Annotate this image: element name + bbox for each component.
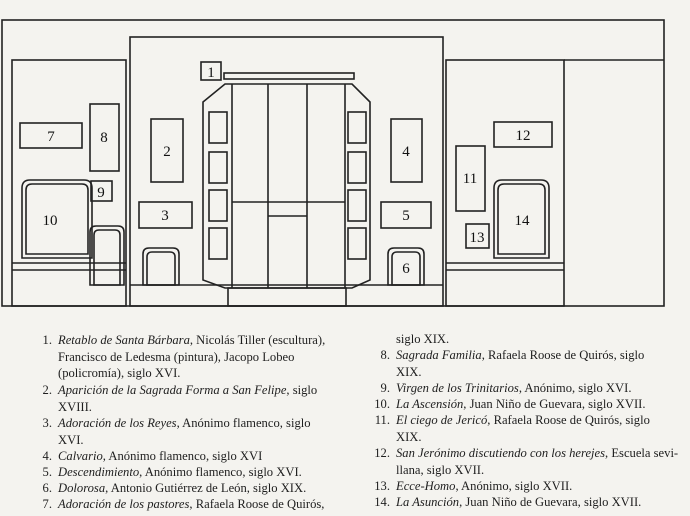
frame-12 xyxy=(493,121,553,148)
frame-7 xyxy=(19,122,83,149)
central-chapel-outline xyxy=(129,36,444,307)
arch-niche-left-lower xyxy=(89,225,125,286)
right-chapel-outline xyxy=(445,59,565,307)
frame-2 xyxy=(150,118,184,183)
diagram-label-10: 10 xyxy=(43,213,58,229)
diagram-label-11: 11 xyxy=(463,171,477,187)
frame-1 xyxy=(200,61,222,81)
altarpiece-body xyxy=(202,83,371,289)
arch-niche-6 xyxy=(387,247,425,286)
diagram-label-4: 4 xyxy=(402,144,410,160)
chapel-floor-diagram: 1 2 3 4 5 6 7 8 9 10 11 12 13 14 xyxy=(1,19,665,307)
diagram-label-1: 1 xyxy=(207,65,215,81)
diagram-label-2: 2 xyxy=(163,144,171,160)
altar-base xyxy=(227,287,347,307)
diagram-label-5: 5 xyxy=(402,208,410,224)
frame-13 xyxy=(465,223,490,249)
frame-5 xyxy=(380,201,432,229)
arch-niche-10 xyxy=(21,179,93,259)
diagram-label-9: 9 xyxy=(97,185,105,201)
frame-4 xyxy=(390,118,423,183)
diagram-label-13: 13 xyxy=(470,230,485,246)
altarpiece-cornice xyxy=(223,72,355,80)
diagram-label-8: 8 xyxy=(100,130,108,146)
frame-3 xyxy=(138,201,193,229)
diagram-label-12: 12 xyxy=(516,128,531,144)
frame-11 xyxy=(455,145,486,212)
diagram-label-7: 7 xyxy=(47,129,55,145)
frame-8 xyxy=(89,103,120,172)
diagram-label-3: 3 xyxy=(161,208,169,224)
left-chapel-outline xyxy=(11,59,127,307)
diagram-label-14: 14 xyxy=(515,213,531,229)
arch-niche-central-left xyxy=(142,247,180,286)
diagram-label-6: 6 xyxy=(402,261,410,277)
arch-niche-14 xyxy=(493,179,550,259)
frame-9 xyxy=(90,180,113,202)
